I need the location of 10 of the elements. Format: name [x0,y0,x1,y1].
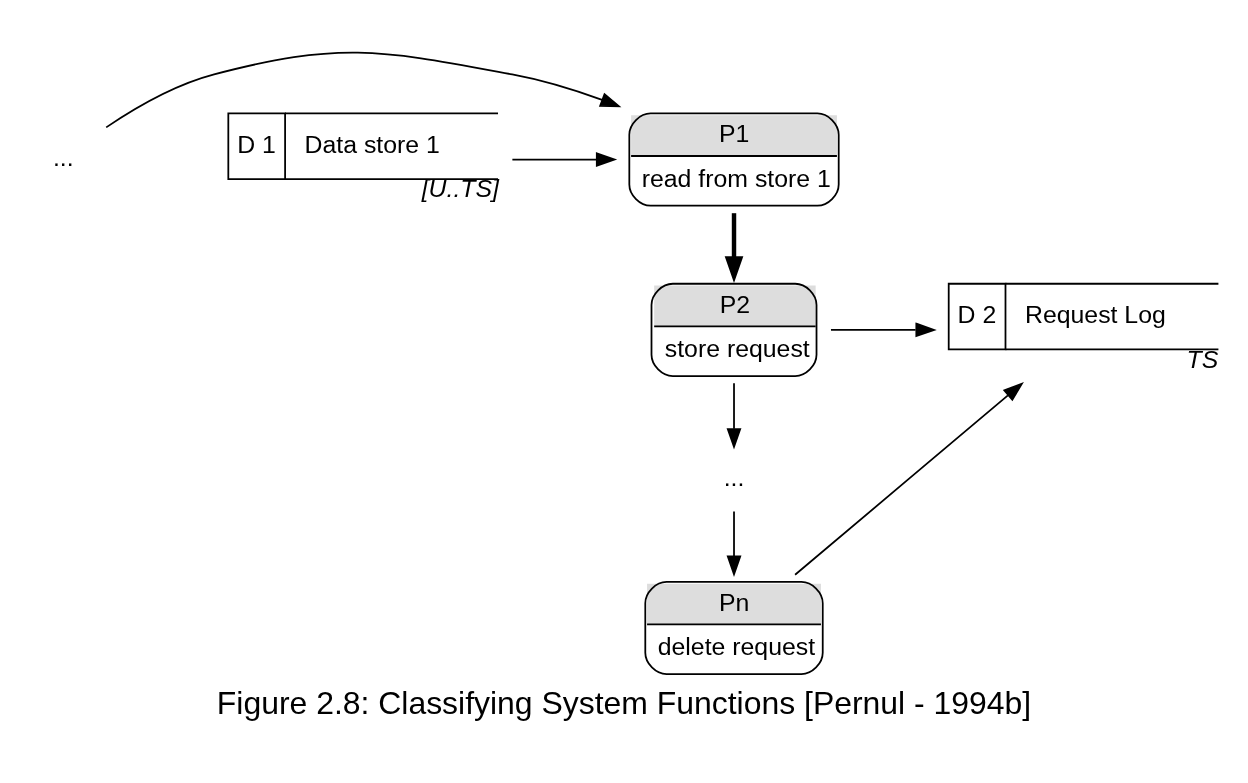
arrow [794,381,1024,576]
arrow [511,152,618,167]
node-text: ... [723,463,745,491]
arrow [724,213,744,283]
arrow [726,382,742,450]
node-text: ... [52,144,74,172]
caption: Figure 2.8: Classifying System Functions [Pernul - 1994b] [216,684,1032,721]
arrow [726,510,742,577]
arrow [105,51,622,129]
arrow [830,322,937,338]
